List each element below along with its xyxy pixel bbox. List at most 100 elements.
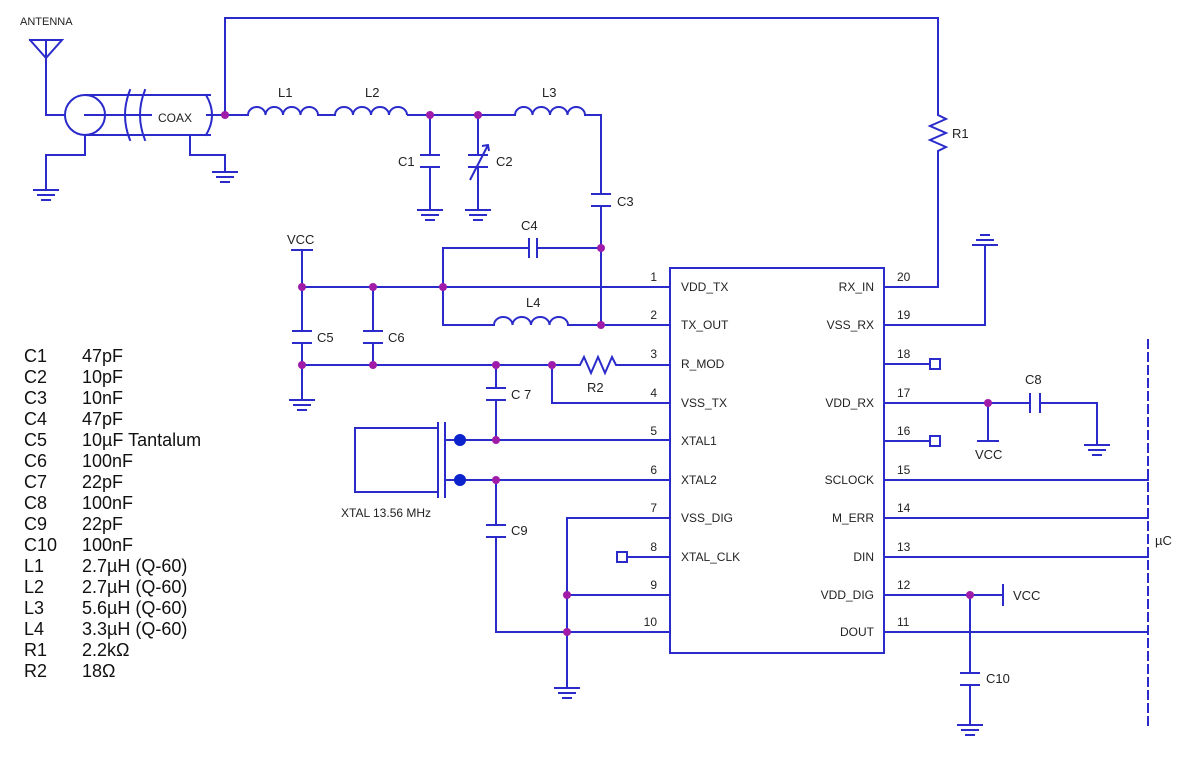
pin-name: VSS_DIG xyxy=(681,511,733,525)
bom-value: 5.6µH (Q-60) xyxy=(82,598,188,618)
rf-ic-chip xyxy=(669,267,885,654)
bom-ref: C3 xyxy=(24,388,48,408)
bom-row: R2 18Ω xyxy=(24,661,201,682)
bom-row: L2 2.7µH (Q-60) xyxy=(24,577,201,598)
bom-value: 100nF xyxy=(82,493,134,513)
ground-symbol xyxy=(972,234,998,246)
bom-ref: L2 xyxy=(24,577,45,597)
inductor-l2 xyxy=(334,106,408,116)
pin-name: VSS_RX xyxy=(827,318,874,332)
pin-number: 2 xyxy=(650,308,657,322)
xtal-label: XTAL 13.56 MHz xyxy=(341,506,431,520)
c9-label: C9 xyxy=(511,523,528,538)
inductor-l4 xyxy=(493,316,569,326)
bom-ref: R1 xyxy=(24,640,48,660)
pin-number: 1 xyxy=(650,270,657,284)
c3-label: C3 xyxy=(617,194,634,209)
bom-row: L4 3.3µH (Q-60) xyxy=(24,619,201,640)
pin-number: 12 xyxy=(897,578,911,592)
capacitor-c8 xyxy=(1029,393,1041,413)
vcc-label: VCC xyxy=(287,232,314,247)
junction-dots xyxy=(221,111,992,636)
bom-value: 18Ω xyxy=(82,661,116,681)
l4-label: L4 xyxy=(526,295,540,310)
pin-name: XTAL2 xyxy=(681,473,717,487)
bom-ref: L4 xyxy=(24,619,45,639)
bom-ref: C10 xyxy=(24,535,58,555)
pin-name: M_ERR xyxy=(832,511,874,525)
pin-name: VDD_DIG xyxy=(821,588,874,602)
bom-value: 47pF xyxy=(82,346,124,366)
bom-value: 100nF xyxy=(82,535,134,555)
bom-value: 47pF xyxy=(82,409,124,429)
capacitor-c10 xyxy=(960,672,980,686)
bom-value: 2.7µH (Q-60) xyxy=(82,577,188,597)
l2-label: L2 xyxy=(365,85,379,100)
bom-row: L1 2.7µH (Q-60) xyxy=(24,556,201,577)
pin-number: 17 xyxy=(897,386,911,400)
c6-label: C6 xyxy=(388,330,405,345)
l3-label: L3 xyxy=(542,85,556,100)
pin-number: 3 xyxy=(650,347,657,361)
c5-label: C5 xyxy=(317,330,334,345)
resistor-r2 xyxy=(575,354,620,376)
capacitor-c1 xyxy=(420,154,440,168)
coax-connector xyxy=(45,88,226,191)
bom-ref: C7 xyxy=(24,472,48,492)
bom-value: 22pF xyxy=(82,514,124,534)
open-terminal xyxy=(929,435,941,447)
pin-name: VDD_RX xyxy=(825,396,874,410)
bom-value: 100nF xyxy=(82,451,134,471)
open-terminal xyxy=(616,551,628,563)
bom-ref: C5 xyxy=(24,430,48,450)
pin-name: XTAL1 xyxy=(681,434,717,448)
c4-label: C4 xyxy=(521,218,538,233)
pin-name: TX_OUT xyxy=(681,318,729,332)
pin-name: R_MOD xyxy=(681,357,725,371)
bom-ref: C9 xyxy=(24,514,48,534)
pin-number: 20 xyxy=(897,270,911,284)
ground-symbol xyxy=(417,209,443,221)
pin-name: VDD_TX xyxy=(681,280,728,294)
c7-label: C 7 xyxy=(511,387,531,402)
c1-label: C1 xyxy=(398,154,415,169)
vcc-label: VCC xyxy=(1013,588,1040,603)
bom-ref: R2 xyxy=(24,661,48,681)
vcc-label: VCC xyxy=(975,447,1002,462)
capacitor-c7 xyxy=(486,387,506,401)
inductor-l3 xyxy=(514,106,586,116)
ground-symbol xyxy=(554,687,580,699)
bom-row: C10 100nF xyxy=(24,535,201,556)
bom-row: R1 2.2kΩ xyxy=(24,640,201,661)
variable-capacitor-c2 xyxy=(468,143,490,181)
capacitor-c6 xyxy=(363,330,383,344)
pin-number: 10 xyxy=(644,615,658,629)
pin-name: XTAL_CLK xyxy=(681,550,740,564)
r1-label: R1 xyxy=(952,126,969,141)
pin-name: RX_IN xyxy=(839,280,874,294)
pin-number: 9 xyxy=(650,578,657,592)
pin-number: 19 xyxy=(897,308,911,322)
pin-name: DOUT xyxy=(840,625,875,639)
pin-number: 7 xyxy=(650,501,657,515)
c2-label: C2 xyxy=(496,154,513,169)
inductor-l1 xyxy=(247,106,319,116)
bom-ref: L1 xyxy=(24,556,45,576)
capacitor-c3 xyxy=(591,193,611,207)
bom-value: 2.2kΩ xyxy=(82,640,130,660)
open-terminal xyxy=(929,358,941,370)
uc-label: µC xyxy=(1155,533,1172,548)
bom-value: 2.7µH (Q-60) xyxy=(82,556,188,576)
pin-number: 6 xyxy=(650,463,657,477)
antenna-symbol xyxy=(28,38,66,116)
bom-value: 3.3µH (Q-60) xyxy=(82,619,188,639)
antenna-label: ANTENNA xyxy=(20,16,73,28)
c10-label: C10 xyxy=(986,671,1010,686)
capacitor-c4 xyxy=(528,238,538,258)
chip-left-pins: 1VDD_TX2TX_OUT3R_MOD4VSS_TX5XTAL16XTAL27… xyxy=(644,270,741,629)
ground-symbol xyxy=(1084,444,1110,456)
